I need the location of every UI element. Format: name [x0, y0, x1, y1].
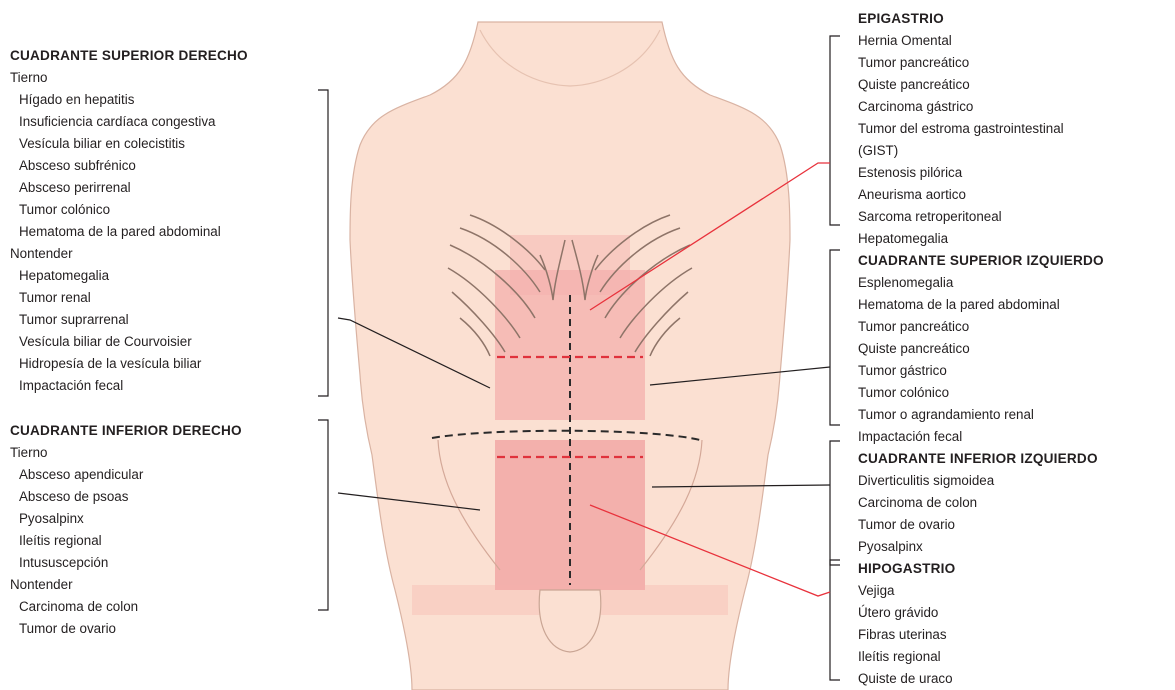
rsq-tender-label: Tierno: [10, 67, 248, 89]
list-item: Esplenomegalia: [858, 272, 1104, 294]
list-item: Vejiga: [858, 580, 1104, 602]
list-item: Tumor de ovario: [858, 514, 1104, 536]
list-item: Aneurisma aortico: [858, 184, 1104, 206]
riq-block: CUADRANTE INFERIOR DERECHO Tierno Absces…: [10, 420, 242, 640]
riq-nontender-label: Nontender: [10, 574, 242, 596]
list-item: Pyosalpinx: [858, 536, 1104, 558]
list-item: Tumor colónico: [10, 199, 248, 221]
list-item: Diverticulitis sigmoidea: [858, 470, 1104, 492]
list-item: Hernia Omental: [858, 30, 1104, 52]
list-item: Hematoma de la pared abdominal: [858, 294, 1104, 316]
list-item: Tumor pancreático: [858, 52, 1104, 74]
list-item: Vesícula biliar de Courvoisier: [10, 331, 248, 353]
list-item: Hepatomegalia: [10, 265, 248, 287]
epigastrio-block: EPIGASTRIO Hernia Omental Tumor pancreát…: [858, 8, 1104, 690]
list-item: Quiste pancreático: [858, 74, 1104, 96]
rsq-nontender-label: Nontender: [10, 243, 248, 265]
list-item: Hepatomegalia: [858, 228, 1104, 250]
list-item: Tumor suprarrenal: [10, 309, 248, 331]
list-item: Tumor renal: [10, 287, 248, 309]
rsq-heading: CUADRANTE SUPERIOR DERECHO: [10, 45, 248, 67]
list-item: Fibras uterinas: [858, 624, 1104, 646]
list-item: Útero grávido: [858, 602, 1104, 624]
list-item: Hematoma de la pared abdominal: [10, 221, 248, 243]
list-item: Impactación fecal: [10, 375, 248, 397]
list-item: Sarcoma retroperitoneal: [858, 206, 1104, 228]
list-item: Quiste de uraco: [858, 668, 1104, 690]
list-item: Absceso de psoas: [10, 486, 242, 508]
list-item: Carcinoma de colon: [858, 492, 1104, 514]
list-item: Carcinoma gástrico: [858, 96, 1104, 118]
list-item: Ileítis regional: [858, 646, 1104, 668]
riq-heading: CUADRANTE INFERIOR DERECHO: [10, 420, 242, 442]
epigastric-glow: [510, 235, 630, 295]
list-item: Vesícula biliar en colecistitis: [10, 133, 248, 155]
epigastrio-heading: EPIGASTRIO: [858, 8, 1104, 30]
list-item: Tumor pancreático: [858, 316, 1104, 338]
list-item: Tumor de ovario: [10, 618, 242, 640]
list-item: Impactación fecal: [858, 426, 1104, 448]
list-item: Intususcepción: [10, 552, 242, 574]
list-item: Pyosalpinx: [10, 508, 242, 530]
list-item: Hidropesía de la vesícula biliar: [10, 353, 248, 375]
lsq-heading: CUADRANTE SUPERIOR IZQUIERDO: [858, 250, 1104, 272]
list-item: Absceso apendicular: [10, 464, 242, 486]
list-item: Tumor colónico: [858, 382, 1104, 404]
list-item: (GIST): [858, 140, 1104, 162]
riq-tender-label: Tierno: [10, 442, 242, 464]
liq-heading: CUADRANTE INFERIOR IZQUIERDO: [858, 448, 1104, 470]
list-item: Tumor o agrandamiento renal: [858, 404, 1104, 426]
list-item: Ileítis regional: [10, 530, 242, 552]
list-item: Estenosis pilórica: [858, 162, 1104, 184]
list-item: Tumor gástrico: [858, 360, 1104, 382]
rsq-block: CUADRANTE SUPERIOR DERECHO Tierno Hígado…: [10, 45, 248, 397]
list-item: Insuficiencia cardíaca congestiva: [10, 111, 248, 133]
list-item: Tumor del estroma gastrointestinal: [858, 118, 1104, 140]
list-item: Hígado en hepatitis: [10, 89, 248, 111]
hipogastrio-heading: HIPOGASTRIO: [858, 558, 1104, 580]
list-item: Absceso subfrénico: [10, 155, 248, 177]
list-item: Carcinoma de colon: [10, 596, 242, 618]
list-item: Absceso perirrenal: [10, 177, 248, 199]
list-item: Quiste pancreático: [858, 338, 1104, 360]
